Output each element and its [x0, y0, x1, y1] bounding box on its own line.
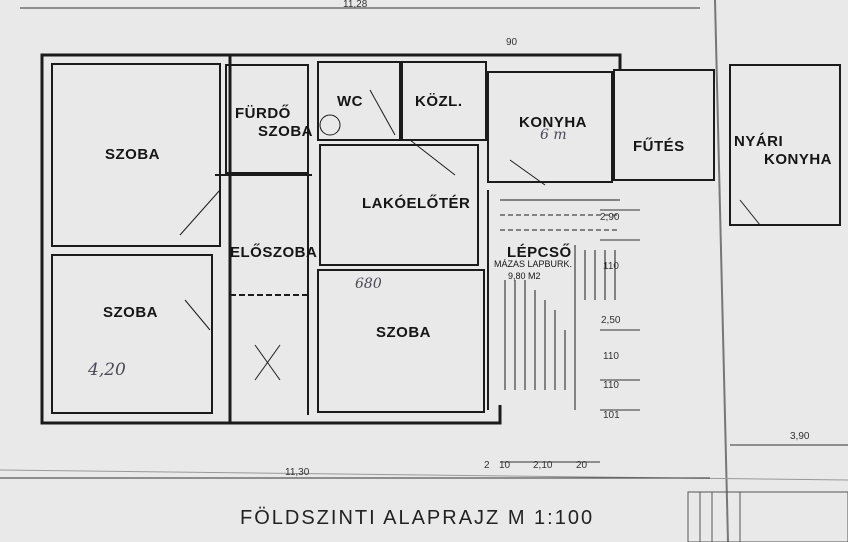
stairs: [500, 199, 620, 410]
dim-stair-e: 110: [603, 380, 619, 391]
dim-bottom-d: 20: [576, 460, 588, 471]
room-nyari-line2: KONYHA: [764, 151, 833, 168]
handwritten-konyha-note: 6 m: [540, 127, 567, 143]
room-futes: FŰTÉS: [633, 138, 685, 155]
legend-grid: [687, 491, 848, 542]
room-wc: WC: [337, 93, 363, 110]
room-lepcso: LÉPCSŐ: [507, 244, 572, 261]
partitions: [215, 65, 489, 415]
dim-stair-f: 101: [603, 410, 620, 421]
room-furdoszoba-line2: SZOBA: [258, 123, 313, 140]
lepcso-area: 9,80 M2: [508, 271, 541, 281]
room-kozl: KÖZL.: [415, 93, 463, 110]
room-szoba-bottom-left: SZOBA: [103, 304, 158, 321]
room-nyari-line1: NYÁRI: [734, 133, 784, 150]
dim-top-small: 90: [506, 37, 518, 48]
plan-title: FÖLDSZINTI ALAPRAJZ M 1:100: [240, 507, 595, 529]
room-szoba-center: SZOBA: [376, 324, 431, 341]
dimension-lines: [0, 7, 848, 479]
dim-bottom-b: 10: [499, 460, 511, 471]
room-szoba-top-left: SZOBA: [105, 146, 160, 163]
room-konyha: KONYHA: [519, 114, 588, 131]
lepcso-surface-note: MÁZAS LAPBURK.: [494, 259, 573, 269]
handwritten-eloter-dim: 680: [355, 276, 382, 292]
dim-stair-a: 2,90: [600, 212, 620, 223]
dim-stair-d: 110: [603, 351, 619, 362]
dim-top-total: 11,28: [343, 0, 368, 10]
handwritten-room-dim: 4,20: [88, 360, 126, 380]
room-furdoszoba-line1: FÜRDŐ: [235, 105, 291, 122]
dim-stair-c: 2,50: [601, 315, 621, 326]
dim-stair-b: 110: [603, 261, 619, 272]
room-lakoeloter: LAKÓELŐTÉR: [362, 195, 471, 212]
dim-bottom-total: 11,30: [285, 467, 310, 478]
dim-bottom-a: 2: [484, 460, 490, 471]
room-eloszoba: ELŐSZOBA: [230, 244, 318, 261]
dim-bottom-c: 2,10: [533, 460, 553, 471]
dim-right-width: 3,90: [790, 431, 810, 442]
door-swings: [179, 89, 761, 381]
outer-walls: [40, 53, 841, 425]
